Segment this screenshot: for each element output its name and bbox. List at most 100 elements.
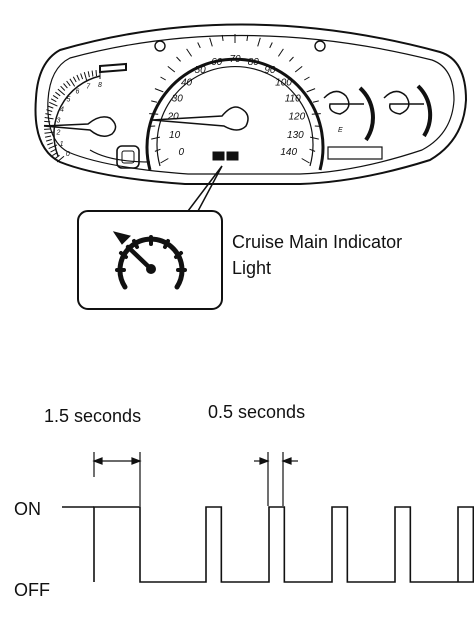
speedometer-tick <box>277 48 284 57</box>
speedometer-ticks <box>149 34 321 164</box>
tachometer-tick <box>45 139 52 142</box>
indicator-lamp-left <box>212 151 225 161</box>
speedometer-scale-label: 90 <box>264 65 276 76</box>
speedometer-scale-label: 130 <box>287 130 304 141</box>
odometer-display <box>327 146 383 160</box>
tachometer-tick <box>91 70 94 77</box>
tachometer-tick <box>44 117 54 120</box>
tachometer-tick <box>66 80 71 87</box>
speedometer-tick <box>294 66 303 73</box>
speedometer-scale-label: 80 <box>248 57 260 68</box>
speedometer-tick <box>311 113 321 115</box>
speedometer-tick <box>312 100 319 103</box>
speedometer-scale-label: 110 <box>285 93 301 104</box>
speedometer-tick <box>186 48 193 57</box>
speedometer-tick <box>221 34 224 41</box>
speedometer-tick <box>160 158 169 164</box>
tachometer-scale-label: 0 <box>66 151 70 158</box>
tachometer-tick <box>48 101 58 107</box>
speedometer-tick <box>309 136 319 140</box>
tachometer-scale-label: 7 <box>86 84 91 91</box>
speedometer-tick <box>149 113 159 115</box>
speedometer-scale-label: 140 <box>280 147 297 158</box>
indicator-waveform <box>93 506 474 583</box>
tachometer-tick <box>55 91 61 97</box>
reset-knob-right <box>314 40 326 52</box>
instrument-cluster <box>34 23 468 212</box>
tachometer-tick <box>80 73 84 80</box>
speedometer-bezel <box>145 57 325 171</box>
speedometer-tick <box>167 66 176 73</box>
speedometer-scale-label: 120 <box>288 111 305 122</box>
speedometer-tick <box>151 100 158 103</box>
tachometer-tick <box>45 113 52 116</box>
speedometer-tick <box>160 76 166 81</box>
tachometer-tick <box>50 98 57 103</box>
speedometer-tick <box>304 76 310 81</box>
callout-box <box>77 210 223 310</box>
speedometer-tick <box>301 158 310 164</box>
tachometer-scale-label: 4 <box>60 106 64 113</box>
speedometer-scale-label: 40 <box>181 77 193 88</box>
speedometer-tick <box>309 148 316 152</box>
short-off-dimension <box>254 452 298 506</box>
tachometer-tick <box>95 70 97 77</box>
speedometer-scale-label: 60 <box>211 57 223 68</box>
tachometer-scale-label: 3 <box>57 118 61 125</box>
speedometer-tick <box>289 56 294 62</box>
tachometer-tick <box>48 144 58 150</box>
tachometer-scale-label: 8 <box>98 82 102 89</box>
tachometer-tick <box>46 109 53 112</box>
timing-diagram: 1.5 seconds 0.5 seconds ON OFF <box>14 402 474 600</box>
tachometer-tick <box>63 83 68 89</box>
speedometer-inner-ring <box>156 65 314 167</box>
tachometer-tick <box>56 155 65 163</box>
tachometer-lower-trim <box>89 149 151 163</box>
speedometer-tick <box>246 34 249 41</box>
tachometer-tick <box>44 131 54 134</box>
speedometer-scale-label: 0 <box>179 147 185 158</box>
speedometer-scale-label: 10 <box>169 130 181 141</box>
speedometer-tick <box>154 148 161 152</box>
speedometer-tick <box>306 88 316 93</box>
tachometer-scale-label: 2 <box>55 130 60 137</box>
first-on-duration-label: 1.5 seconds <box>44 406 141 426</box>
callout-label-line1: Cruise Main Indicator <box>232 232 402 252</box>
speedometer-scale-label: 70 <box>229 54 241 65</box>
first-on-dimension <box>92 452 142 506</box>
tachometer-redline <box>99 62 127 74</box>
tachometer-tick <box>50 148 57 153</box>
callout-label-line2: Light <box>232 258 271 278</box>
reset-knob-left <box>154 40 166 52</box>
tachometer-needle <box>43 116 117 137</box>
tachometer-ticks <box>43 70 101 163</box>
speedometer-tick <box>154 88 164 93</box>
tachometer-tick <box>69 78 76 87</box>
fuel-gauge-needle <box>323 90 364 115</box>
tachometer-scale-label: 6 <box>75 89 79 96</box>
temp-gauge-arc <box>416 84 433 138</box>
cruise-control-speedometer-icon <box>112 231 187 290</box>
tachometer-scale-label: 1 <box>60 141 64 148</box>
speedometer-tick <box>176 56 181 62</box>
tachometer-tick <box>83 72 88 82</box>
tachometer-tick <box>45 135 52 138</box>
speedometer-needle <box>151 106 249 131</box>
speedometer-scale-label: 30 <box>172 93 184 104</box>
short-off-duration-label: 0.5 seconds <box>208 402 305 422</box>
off-level-label: OFF <box>14 580 50 600</box>
tachometer-tick <box>44 120 51 123</box>
fuel-gauge-arc <box>358 86 375 142</box>
speedometer-tick <box>257 37 261 47</box>
speedometer-tick <box>209 37 213 47</box>
tachometer-tick <box>54 154 60 160</box>
cluster-inner-rim <box>47 34 455 175</box>
trip-reset-button-inner <box>121 150 135 164</box>
speedometer-tick <box>197 42 201 49</box>
temp-gauge-needle <box>383 90 424 115</box>
tachometer-tick <box>52 94 59 100</box>
tachometer-scale-label: 5 <box>66 96 70 103</box>
tachometer-tick <box>57 88 66 96</box>
